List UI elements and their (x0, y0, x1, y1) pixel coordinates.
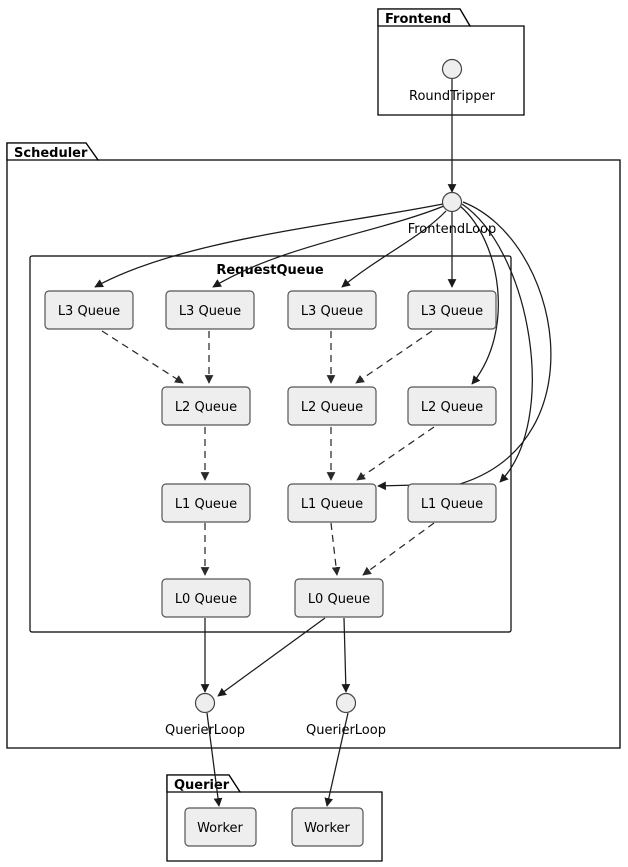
node-l1-queue-2[interactable]: L1 Queue (287, 483, 377, 523)
edge-l3-1-to-l2-1 (101, 330, 184, 384)
edge-querierloop-2-to-worker-2 (324, 712, 349, 807)
package-querier-tab (166, 774, 242, 793)
node-worker-1[interactable]: Worker (184, 807, 257, 847)
node-l1-queue-1[interactable]: L1 Queue (161, 483, 251, 523)
package-frontend-tab (377, 8, 472, 27)
edge-frontendloop-to-l1-2 (377, 201, 552, 491)
edge-frontendloop-to-l3-1 (94, 203, 444, 288)
node-l2-queue-3-box[interactable] (407, 386, 497, 426)
node-l2-queue-3-label: L2 Queue (421, 400, 483, 415)
interface-frontendloop[interactable]: FrontendLoop (408, 191, 497, 238)
querierloop-1-circle-icon[interactable] (194, 692, 216, 714)
edge-frontendloop-to-l1-3 (461, 203, 533, 483)
node-l3-queue-3-label: L3 Queue (301, 304, 363, 319)
node-l3-queue-3[interactable]: L3 Queue (287, 290, 377, 330)
interface-frontendloop-label: FrontendLoop (408, 222, 497, 237)
node-l2-queue-1-box[interactable] (161, 386, 251, 426)
frame-request-queue-title: RequestQueue (216, 263, 324, 278)
edge-l1-3-to-l0-2 (362, 522, 435, 576)
frontendloop-circle-icon[interactable] (441, 191, 463, 213)
node-l2-queue-1-label: L2 Queue (175, 400, 237, 415)
edge-frontendloop-to-l3-3 (341, 210, 447, 288)
node-l0-queue-2-box[interactable] (294, 578, 384, 618)
node-l0-queue-2[interactable]: L0 Queue (294, 578, 384, 618)
node-l3-queue-1-label: L3 Queue (58, 304, 120, 319)
node-l3-queue-3-box[interactable] (287, 290, 377, 330)
node-l2-queue-2[interactable]: L2 Queue (287, 386, 377, 426)
node-l2-queue-2-label: L2 Queue (301, 400, 363, 415)
frame-request-queue-body (29, 255, 512, 633)
interface-roundtripper[interactable]: RoundTripper (409, 58, 496, 105)
node-l2-queue-2-box[interactable] (287, 386, 377, 426)
edge-querierloop-1-to-worker-1 (206, 712, 223, 807)
node-l2-queue-1[interactable]: L2 Queue (161, 386, 251, 426)
node-worker-1-box[interactable] (184, 807, 257, 847)
node-worker-2-label: Worker (304, 821, 350, 836)
node-worker-2-box[interactable] (291, 807, 364, 847)
node-l3-queue-2-box[interactable] (165, 290, 255, 330)
package-scheduler-title: Scheduler (14, 146, 88, 161)
node-l0-queue-1-box[interactable] (161, 578, 251, 618)
node-l0-queue-2-label: L0 Queue (308, 592, 370, 607)
interface-querierloop-1-label: QuerierLoop (165, 723, 245, 738)
node-l0-queue-1-label: L0 Queue (175, 592, 237, 607)
interface-querierloop-2-label: QuerierLoop (306, 723, 386, 738)
package-querier-title: Querier (174, 778, 230, 793)
frame-request-queue: RequestQueue (29, 255, 512, 633)
roundtripper-circle-icon[interactable] (441, 58, 463, 80)
node-l2-queue-3[interactable]: L2 Queue (407, 386, 497, 426)
edge-l1-2-to-l0-2 (330, 522, 341, 576)
interface-querierloop-2[interactable]: QuerierLoop (306, 692, 386, 739)
interface-roundtripper-label: RoundTripper (409, 89, 496, 104)
node-l0-queue-1[interactable]: L0 Queue (161, 578, 251, 618)
node-l1-queue-3[interactable]: L1 Queue (407, 483, 497, 523)
node-l3-queue-1[interactable]: L3 Queue (44, 290, 134, 330)
package-frontend-title: Frontend (385, 12, 451, 27)
node-l3-queue-4-box[interactable] (407, 290, 497, 330)
edge-frontendloop-to-l3-2 (212, 205, 445, 288)
edge-l2-3-to-l1-2 (356, 426, 435, 481)
node-l3-queue-4[interactable]: L3 Queue (407, 290, 497, 330)
interface-querierloop-1[interactable]: QuerierLoop (165, 692, 245, 739)
node-worker-1-label: Worker (197, 821, 243, 836)
querierloop-2-circle-icon[interactable] (335, 692, 357, 714)
node-l1-queue-3-label: L1 Queue (421, 497, 483, 512)
node-l1-queue-1-label: L1 Queue (175, 497, 237, 512)
edge-l3-4-to-l2-2 (355, 330, 433, 384)
edge-frontendloop-to-l2-3 (459, 205, 499, 385)
edge-l0-2-to-querierloop-1 (217, 617, 326, 697)
node-worker-2[interactable]: Worker (291, 807, 364, 847)
edge-l0-2-to-querierloop-2 (341, 617, 351, 693)
node-l3-queue-2-label: L3 Queue (179, 304, 241, 319)
node-l3-queue-4-label: L3 Queue (421, 304, 483, 319)
node-l1-queue-2-box[interactable] (287, 483, 377, 523)
node-l1-queue-2-label: L1 Queue (301, 497, 363, 512)
node-l1-queue-1-box[interactable] (161, 483, 251, 523)
node-l3-queue-2[interactable]: L3 Queue (165, 290, 255, 330)
node-l1-queue-3-box[interactable] (407, 483, 497, 523)
node-l3-queue-1-box[interactable] (44, 290, 134, 330)
package-scheduler-tab (6, 142, 100, 161)
